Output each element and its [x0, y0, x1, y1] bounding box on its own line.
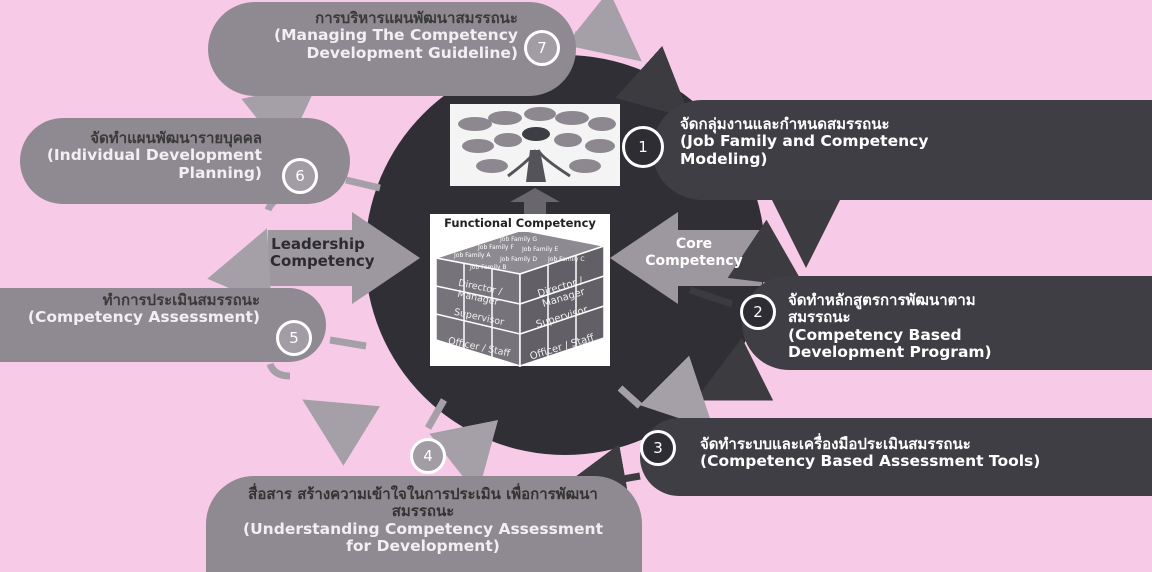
step-2-panel	[742, 276, 1152, 370]
step-title-english: (Competency Assessment)	[27, 308, 260, 327]
step-number-badge: 3	[640, 430, 676, 466]
step-1-panel	[652, 100, 1152, 200]
step-5-panel	[0, 288, 326, 362]
step-title-thai: จัดทำหลักสูตรการพัฒนาตามสมรรถนะ	[788, 291, 976, 327]
step-4-text: สื่อสาร สร้างความเข้าใจในการประเมิน เพื่…	[228, 485, 618, 556]
step-number-badge: 1	[622, 126, 664, 168]
step-7-panel	[208, 2, 576, 96]
step-number-badge: 5	[276, 320, 312, 356]
job-family-label: Job Family D	[500, 256, 537, 263]
step-title-thai: จัดทำระบบและเครื่องมือประเมินสมรรถนะ	[700, 435, 971, 453]
step-2-text: จัดทำหลักสูตรการพัฒนาตามสมรรถนะ (Compete…	[788, 291, 1038, 362]
step-3-text: จัดทำระบบและเครื่องมือประเมินสมรรถนะ (Co…	[700, 435, 1120, 471]
competency-cube	[430, 229, 610, 368]
step-title-thai: การบริหารแผนพัฒนาสมรรถนะ	[315, 9, 518, 27]
step-title-english: (Job Family and Competency Modeling)	[680, 132, 929, 169]
step-title-thai: ทำการประเมินสมรรถนะ	[102, 291, 260, 309]
job-family-label: Job Family A	[454, 252, 491, 259]
step-title-english: (Competency Based Assessment Tools)	[700, 452, 1041, 471]
competency-tree-image	[450, 104, 620, 186]
step-title-thai: จัดกลุ่มงานและกำหนดสมรรถนะ	[680, 115, 890, 133]
step-4-panel	[206, 476, 642, 572]
step-6-text: จัดทำแผนพัฒนารายบุคคล (Individual Develo…	[30, 129, 262, 183]
job-family-label: Job Family C	[548, 256, 585, 263]
job-family-label: Job Family F	[478, 244, 514, 251]
functional-competency-label: Functional Competency	[430, 214, 610, 232]
step-title-english: (Understanding Competency Assessment for…	[243, 519, 603, 556]
step-7-text: การบริหารแผนพัฒนาสมรรถนะ (Managing The C…	[226, 9, 518, 63]
step-title-thai: สื่อสาร สร้างความเข้าใจในการประเมิน เพื่…	[248, 485, 598, 521]
step-5-text: ทำการประเมินสมรรถนะ (Competency Assessme…	[10, 291, 260, 327]
core-arrow	[610, 212, 762, 304]
step-title-english: (Individual Development Planning)	[46, 146, 262, 183]
leadership-arrow	[268, 212, 420, 304]
job-family-label: Job Family G	[500, 236, 538, 243]
step-title-thai: จัดทำแผนพัฒนารายบุคคล	[90, 129, 262, 147]
step-title-english: (Managing The Competency Development Gui…	[274, 26, 518, 63]
step-1-text: จัดกลุ่มงานและกำหนดสมรรถนะ (Job Family a…	[680, 115, 980, 169]
step-number-badge: 2	[740, 294, 776, 330]
step-number-badge: 4	[410, 438, 446, 474]
step-number-badge: 7	[524, 30, 560, 66]
job-family-label: Job Family E	[522, 246, 559, 253]
job-family-label: Job Family B	[470, 264, 507, 271]
step-title-english: (Competency Based Development Program)	[788, 325, 992, 362]
step-3-panel	[640, 418, 1152, 496]
step-number-badge: 6	[282, 158, 318, 194]
leadership-competency-label: Leadership Competency	[270, 235, 375, 271]
core-competency-label: Core Competency	[645, 236, 743, 269]
